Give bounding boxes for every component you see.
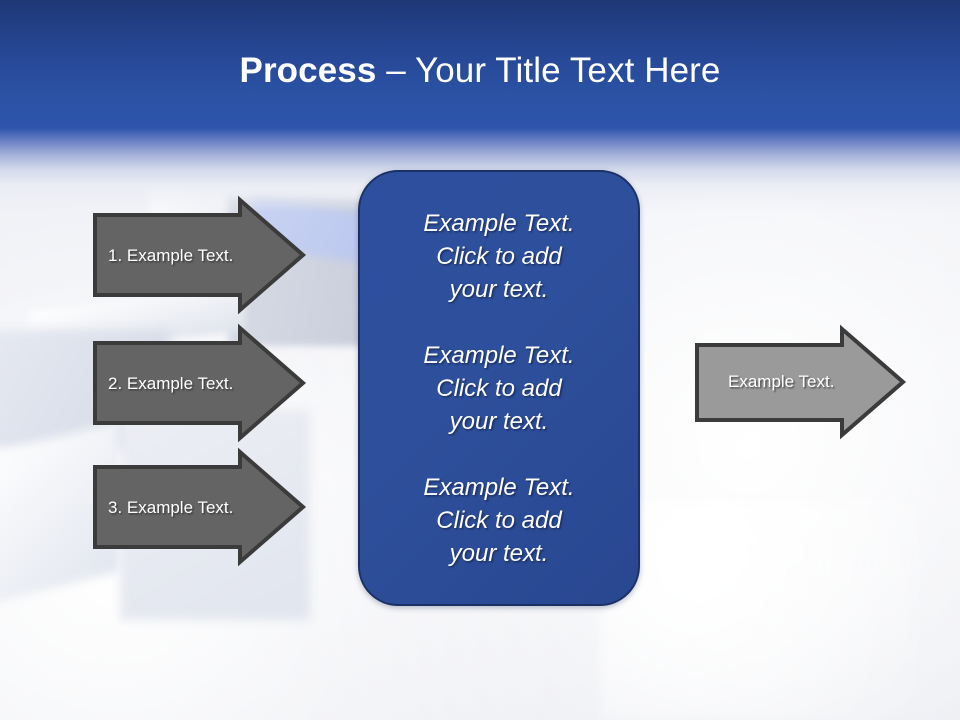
center-content-panel[interactable]: Example Text. Click to add your text. Ex… bbox=[358, 170, 640, 606]
input-arrow-1[interactable]: 1. Example Text. bbox=[86, 195, 307, 315]
header-band bbox=[0, 0, 960, 128]
panel-text-block-1: Example Text. Click to add your text. bbox=[423, 209, 575, 303]
input-arrow-3-label: 3. Example Text. bbox=[108, 498, 234, 517]
panel-text-block-2: Example Text. Click to add your text. bbox=[423, 341, 575, 435]
page-title-dash: – bbox=[376, 51, 415, 90]
panel-text-block-3: Example Text. Click to add your text. bbox=[423, 473, 575, 567]
input-arrow-1-label: 1. Example Text. bbox=[108, 246, 234, 265]
output-arrow-label: Example Text. bbox=[728, 372, 835, 391]
input-arrow-2[interactable]: 2. Example Text. bbox=[86, 323, 307, 443]
page-title-rest: Your Title Text Here bbox=[415, 51, 721, 90]
page-title-strong: Process bbox=[239, 51, 377, 90]
input-arrow-2-label: 2. Example Text. bbox=[108, 374, 234, 393]
page-title: Process – Your Title Text Here bbox=[0, 50, 960, 92]
input-arrow-3[interactable]: 3. Example Text. bbox=[86, 447, 307, 567]
background-block-9 bbox=[600, 500, 920, 720]
output-arrow[interactable]: Example Text. bbox=[688, 322, 908, 442]
